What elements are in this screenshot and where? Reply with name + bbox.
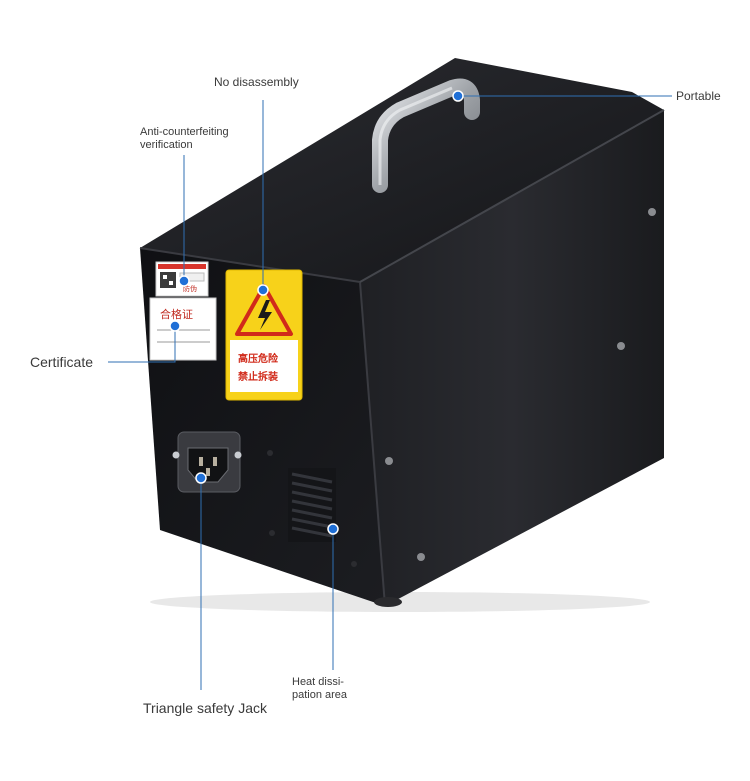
label-heat-dissipation-line-2: pation area bbox=[292, 689, 348, 701]
leader-certificate bbox=[108, 326, 176, 363]
leader-lines bbox=[108, 95, 672, 690]
label-anti-counterfeiting-line-2: verification bbox=[140, 139, 193, 151]
marker-dots bbox=[169, 90, 464, 535]
label-anti-counterfeiting-line-1: Anti-counterfeiting bbox=[140, 126, 229, 138]
carry-handle bbox=[372, 78, 480, 193]
marker-no-disassembly bbox=[257, 284, 269, 296]
marker-heat-dissipation bbox=[327, 523, 339, 535]
label-portable: Portable bbox=[676, 89, 721, 103]
label-no-disassembly: No disassembly bbox=[214, 75, 299, 89]
label-certificate: Certificate bbox=[30, 354, 94, 370]
marker-certificate bbox=[169, 320, 181, 332]
label-heat-dissipation: Heat dissi- pation area bbox=[292, 676, 347, 702]
warning-line-2: 禁止拆装 bbox=[237, 370, 278, 383]
marker-anti-counterfeiting bbox=[178, 275, 190, 287]
power-inlet-socket bbox=[172, 431, 242, 493]
label-triangle-safety-jack: Triangle safety Jack bbox=[143, 700, 267, 716]
certificate-sticker: 合格证 bbox=[149, 297, 217, 361]
label-anti-counterfeiting: Anti-counterfeiting verification bbox=[140, 126, 229, 152]
warning-line-1: 高压危险 bbox=[238, 352, 279, 365]
certificate-sticker-text: 合格证 bbox=[160, 307, 193, 321]
heat-dissipation-vent bbox=[288, 468, 336, 542]
high-voltage-warning-sticker: 高压危险 禁止拆装 bbox=[225, 269, 303, 401]
marker-portable bbox=[452, 90, 464, 102]
marker-triangle-safety-jack bbox=[195, 472, 207, 484]
label-heat-dissipation-line-1: Heat dissi- bbox=[292, 676, 344, 688]
anti-counterfeit-sticker-text: 防伪 bbox=[183, 284, 197, 293]
